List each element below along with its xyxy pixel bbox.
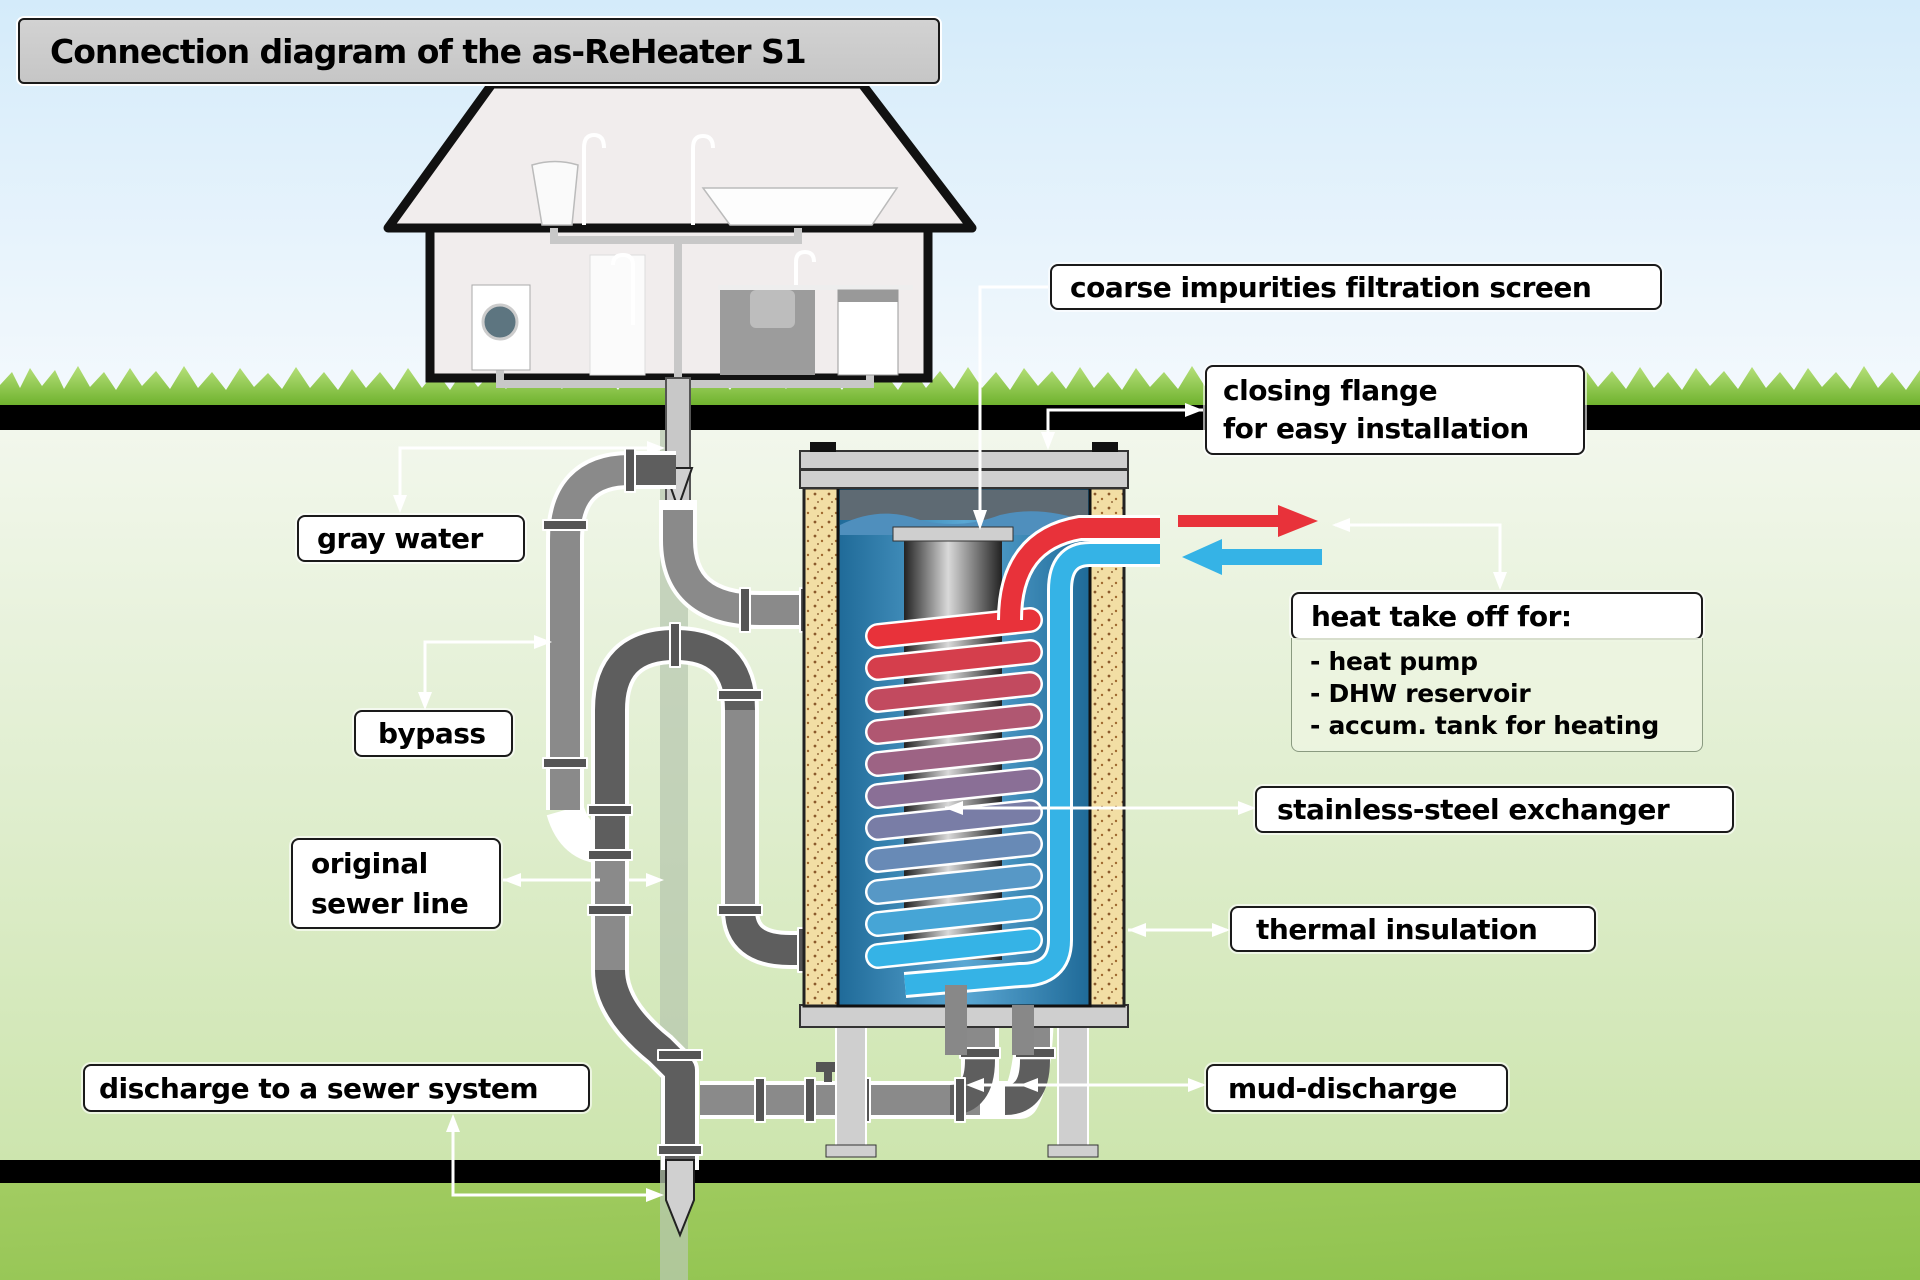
coil-turn bbox=[867, 929, 1041, 967]
label-mud-discharge: mud-discharge bbox=[1206, 1064, 1508, 1112]
sewer-depth-line bbox=[0, 1160, 1920, 1183]
label-text: gray water bbox=[317, 522, 483, 555]
hot-flow-arrow bbox=[1178, 505, 1318, 537]
tank-leg bbox=[1057, 1024, 1089, 1151]
label-stainless-steel-exchanger: stainless-steel exchanger bbox=[1255, 786, 1734, 833]
coil-turn bbox=[867, 769, 1041, 807]
cold-flow-arrow bbox=[1182, 539, 1322, 575]
bathtub-icon bbox=[701, 187, 899, 226]
heat-take-off-list: - heat pump - DHW reservoir - accum. tan… bbox=[1291, 638, 1703, 752]
hot-water-outlet-inner bbox=[1000, 518, 1160, 621]
countertop bbox=[718, 285, 913, 290]
label-text: stainless-steel exchanger bbox=[1277, 793, 1670, 826]
flange-bolt bbox=[810, 442, 836, 452]
kitchen-sink-icon bbox=[750, 290, 795, 328]
coil-turn bbox=[867, 897, 1041, 935]
tank-foot bbox=[825, 1144, 877, 1158]
label-text: discharge to a sewer system bbox=[99, 1071, 539, 1105]
mud-outlet-pipe bbox=[1012, 1005, 1034, 1055]
valve-handle bbox=[816, 1062, 840, 1072]
coil-turn bbox=[867, 673, 1041, 711]
faucet-icon bbox=[582, 132, 606, 225]
label-text-line1: original bbox=[311, 846, 428, 880]
heat-take-off-item: - heat pump bbox=[1310, 647, 1478, 676]
diagram-title: Connection diagram of the as-ReHeater S1 bbox=[18, 18, 940, 84]
flange-bolt bbox=[1092, 442, 1118, 452]
closing-flange bbox=[799, 469, 1129, 489]
faucet-icon bbox=[794, 249, 816, 285]
reheater-tank bbox=[799, 442, 1160, 1158]
pipe-network bbox=[542, 447, 1056, 1170]
dishwasher-icon bbox=[837, 289, 899, 376]
coil-turn bbox=[867, 737, 1041, 775]
dishwasher-panel bbox=[838, 290, 898, 302]
heat-exchanger-coil bbox=[865, 607, 1043, 969]
tank-foot bbox=[1047, 1144, 1099, 1158]
leader-arrowheads bbox=[393, 403, 1507, 1202]
label-text: mud-discharge bbox=[1228, 1071, 1457, 1105]
faucet-icon bbox=[611, 252, 635, 325]
coil-turn bbox=[867, 801, 1041, 839]
heat-take-off-item: - DHW reservoir bbox=[1310, 679, 1531, 708]
shower-icon bbox=[589, 254, 646, 376]
closing-flange bbox=[799, 450, 1129, 470]
washing-machine-door bbox=[481, 303, 519, 341]
label-text: bypass bbox=[378, 717, 486, 750]
discharge-flow-arrow bbox=[665, 1159, 695, 1238]
label-bypass: bypass bbox=[354, 710, 513, 757]
mud-outlet-pipe bbox=[945, 985, 967, 1055]
washbasin-icon bbox=[531, 160, 579, 226]
coil-turn bbox=[867, 865, 1041, 903]
label-text: heat take off for: bbox=[1311, 599, 1572, 633]
faucet-icon bbox=[691, 133, 715, 225]
label-heat-take-off: heat take off for: bbox=[1291, 592, 1703, 640]
tank-leg bbox=[835, 1024, 867, 1151]
diagram-title-text: Connection diagram of the as-ReHeater S1 bbox=[50, 31, 807, 71]
cold-water-inlet-inner bbox=[904, 544, 1160, 995]
label-coarse-filtration-screen: coarse impurities filtration screen bbox=[1050, 264, 1662, 310]
label-discharge-to-sewer: discharge to a sewer system bbox=[83, 1064, 590, 1112]
house bbox=[383, 79, 977, 405]
coil-turn bbox=[867, 609, 1041, 647]
label-text-line2: for easy installation bbox=[1223, 412, 1529, 445]
label-closing-flange: closing flange for easy installation bbox=[1205, 365, 1585, 455]
valve-stem bbox=[824, 1070, 832, 1082]
deep-soil bbox=[0, 1183, 1920, 1280]
heat-take-off-item: - accum. tank for heating bbox=[1310, 711, 1660, 740]
label-text: thermal insulation bbox=[1256, 912, 1538, 946]
label-thermal-insulation: thermal insulation bbox=[1230, 906, 1596, 952]
bypass-pipe bbox=[550, 455, 676, 810]
coil-turn bbox=[867, 705, 1041, 743]
coil-turn bbox=[867, 641, 1041, 679]
label-gray-water: gray water bbox=[297, 515, 525, 562]
filtration-screen bbox=[892, 526, 1014, 542]
label-text-line1: closing flange bbox=[1223, 374, 1438, 407]
label-text: coarse impurities filtration screen bbox=[1070, 270, 1592, 304]
coil-turn bbox=[867, 833, 1041, 871]
ground-line bbox=[0, 405, 1920, 430]
label-original-sewer-line: original sewer line bbox=[291, 838, 501, 929]
label-text-line2: sewer line bbox=[311, 886, 469, 920]
